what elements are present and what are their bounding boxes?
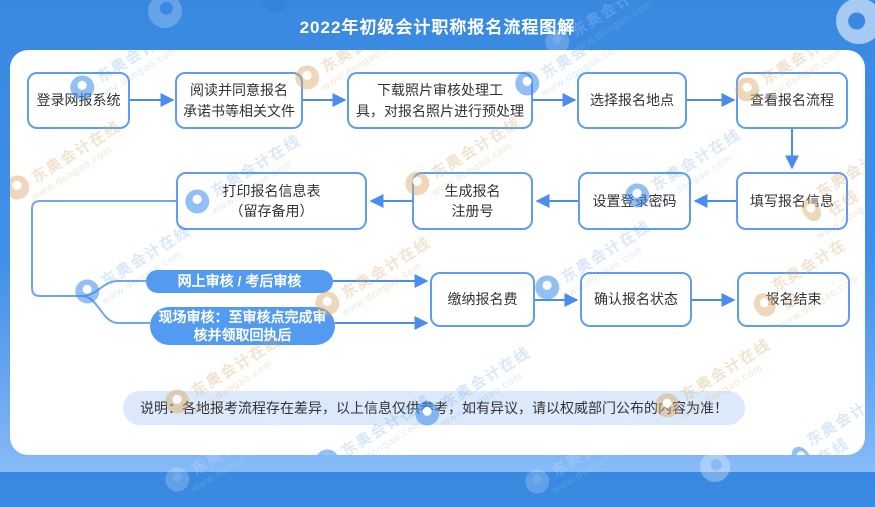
node-onsite-review: 现场审核：至审核点完成审 核并领取回执后 — [150, 307, 335, 345]
node-reg-number: 生成报名 注册号 — [412, 172, 533, 230]
node-confirm-status: 确认报名状态 — [580, 272, 692, 327]
node-fill-info: 填写报名信息 — [736, 172, 848, 230]
node-photo-tool: 下载照片审核处理工 具，对报名照片进行预处理 — [347, 72, 533, 129]
node-agree: 阅读并同意报名 承诺书等相关文件 — [175, 72, 303, 129]
node-view-process: 查看报名流程 — [736, 72, 848, 129]
elbow-branch-bottom — [81, 295, 150, 324]
node-pay-fee: 缴纳报名费 — [430, 272, 535, 327]
node-password: 设置登录密码 — [578, 172, 691, 230]
watermark-circle — [700, 452, 730, 482]
elbow-branch-top — [81, 280, 146, 297]
node-print-form: 打印报名信息表 （留存备用） — [176, 172, 367, 230]
dongao-logo-icon — [160, 462, 194, 496]
node-online-review: 网上审核 / 考后审核 — [146, 270, 333, 293]
dongao-logo-icon — [520, 464, 554, 498]
note-pill: 说明：各地报考流程存在差异，以上信息仅供参考，如有异议，请以权威部门公布的内容为… — [123, 391, 745, 425]
flowchart-panel: 登录网报系统 阅读并同意报名 承诺书等相关文件 下载照片审核处理工 具，对报名照… — [10, 50, 865, 455]
page-title: 2022年初级会计职称报名流程图解 — [299, 17, 576, 37]
note-text: 说明：各地报考流程存在差异，以上信息仅供参考，如有异议，请以权威部门公布的内容为… — [140, 400, 728, 416]
node-login: 登录网报系统 — [27, 72, 130, 129]
node-finish: 报名结束 — [737, 272, 850, 327]
elbow-connector — [31, 200, 176, 297]
node-location: 选择报名地点 — [577, 72, 687, 129]
flow-connectors — [31, 93, 799, 330]
